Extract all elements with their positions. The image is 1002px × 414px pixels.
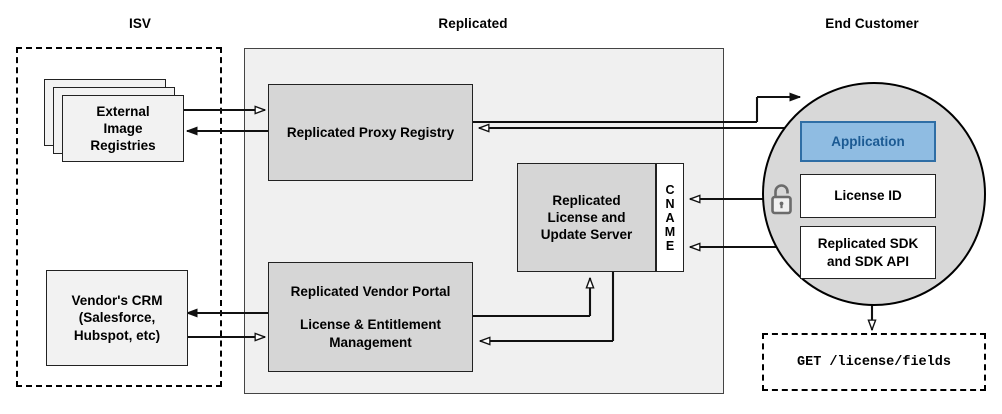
cname-letter-m: M [664, 224, 676, 239]
replicated-vendor-portal[interactable]: Replicated Vendor Portal License & Entit… [268, 262, 473, 372]
external-image-registries-label: External Image Registries [90, 103, 156, 154]
application[interactable]: Application [800, 121, 936, 162]
license-entitlement-management-label: License & Entitlement Management [299, 317, 442, 350]
api-call-label: GET /license/fields [797, 354, 951, 370]
vendors-crm-label: Vendor's CRM (Salesforce, Hubspot, etc) [71, 293, 163, 343]
cname-tab[interactable]: C N A M E [656, 163, 684, 272]
api-call-box[interactable]: GET /license/fields [762, 333, 986, 391]
replicated-vendor-portal-title: Replicated Vendor Portal [290, 284, 451, 300]
replicated-sdk[interactable]: Replicated SDK and SDK API [800, 226, 936, 279]
zone-label-isv: ISV [128, 16, 152, 31]
zone-label-replicated: Replicated [438, 16, 508, 31]
application-label: Application [831, 133, 905, 149]
registry-stack-front[interactable]: External Image Registries [62, 95, 184, 162]
replicated-proxy-registry[interactable]: Replicated Proxy Registry [268, 84, 473, 181]
external-image-registries[interactable]: External Image Registries [44, 79, 186, 164]
replicated-sdk-label: Replicated SDK and SDK API [817, 236, 919, 269]
replicated-license-and-update-server-label: Replicated License and Update Server [540, 192, 633, 243]
cname-letter-a: A [665, 210, 675, 225]
cname-letter-c: C [665, 182, 675, 197]
license-id-label: License ID [834, 188, 902, 204]
replicated-license-and-update-server[interactable]: Replicated License and Update Server [517, 163, 656, 272]
cname-letter-n: N [665, 196, 675, 211]
replicated-proxy-registry-label: Replicated Proxy Registry [286, 124, 455, 140]
zone-label-end-customer: End Customer [825, 16, 919, 31]
vendors-crm[interactable]: Vendor's CRM (Salesforce, Hubspot, etc) [46, 270, 188, 366]
cname-letter-e: E [665, 238, 675, 253]
unlocked-padlock-icon [764, 180, 798, 220]
isv-zone-boundary [16, 47, 222, 387]
license-id[interactable]: License ID [800, 174, 936, 218]
